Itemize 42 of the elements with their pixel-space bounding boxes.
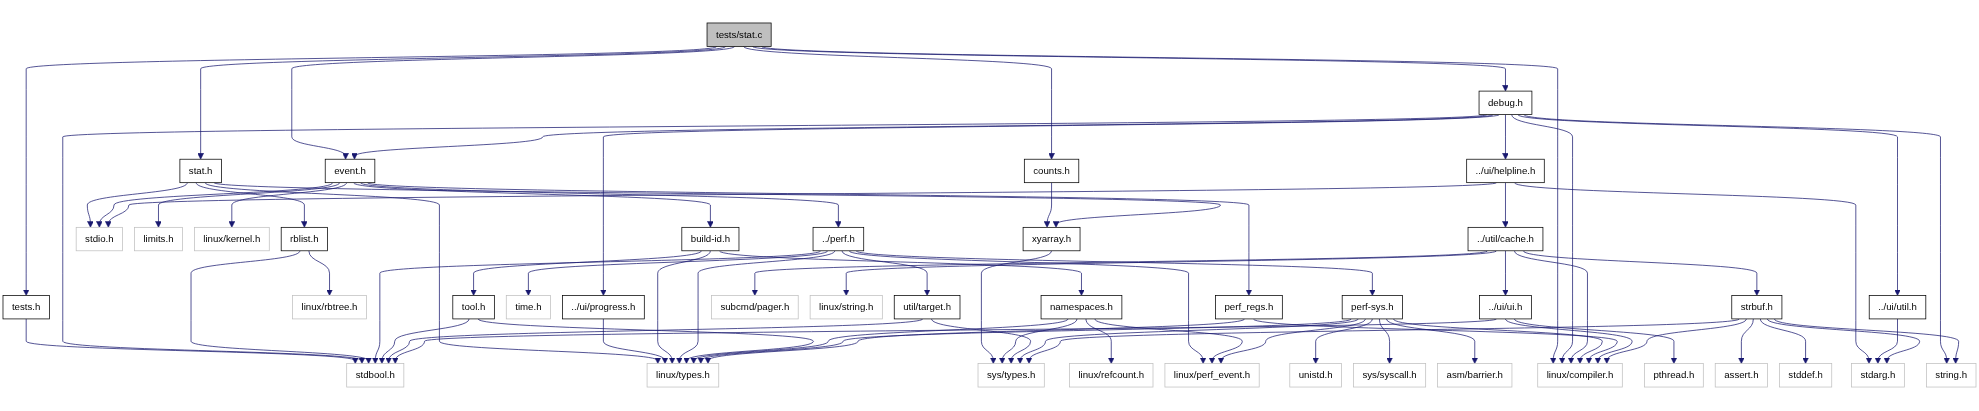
node-box: string.h: [1926, 363, 1977, 388]
node-box: rblist.h: [280, 227, 328, 252]
node-box: ../ui/progress.h: [562, 295, 645, 320]
node-box: ../ui/util.h: [1868, 295, 1927, 320]
node-box: subcmd/pager.h: [711, 295, 799, 320]
node-box: perf_regs.h: [1215, 295, 1283, 320]
node-box: build-id.h: [681, 227, 740, 252]
node-box: stat.h: [179, 159, 222, 184]
node-box: perf-sys.h: [1341, 295, 1403, 320]
node-box: time.h: [505, 295, 551, 320]
node-box: debug.h: [1478, 91, 1533, 116]
node-box: tests/stat.c: [706, 23, 772, 48]
node-box: strbuf.h: [1731, 295, 1783, 320]
node-box: sys/types.h: [977, 363, 1045, 388]
node-box: ../ui/helpline.h: [1466, 159, 1545, 184]
node-box: limits.h: [134, 227, 183, 252]
node-box: tests.h: [2, 295, 50, 320]
node-box: linux/string.h: [809, 295, 883, 320]
node-box: xyarray.h: [1022, 227, 1081, 252]
node-box: linux/rbtree.h: [292, 295, 367, 320]
node-box: ../perf.h: [812, 227, 865, 252]
node-box: assert.h: [1714, 363, 1768, 388]
node-box: pthread.h: [1644, 363, 1704, 388]
node-box: stdio.h: [75, 227, 123, 252]
node-box: ../util/cache.h: [1467, 227, 1544, 252]
node-box: namespaces.h: [1040, 295, 1123, 320]
node-box: sys/syscall.h: [1353, 363, 1427, 388]
node-box: asm/barrier.h: [1437, 363, 1513, 388]
node-box: event.h: [324, 159, 376, 184]
node-box: linux/perf_event.h: [1164, 363, 1260, 388]
node-box: tool.h: [452, 295, 495, 320]
node-box: stddef.h: [1779, 363, 1833, 388]
node-box: linux/compiler.h: [1537, 363, 1623, 388]
node-box: stdbool.h: [346, 363, 405, 388]
node-box: counts.h: [1023, 159, 1080, 184]
node-box: stdarg.h: [1851, 363, 1905, 388]
node-box: linux/types.h: [646, 363, 720, 388]
node-box: linux/kernel.h: [194, 227, 270, 252]
node-box: util/target.h: [893, 295, 961, 320]
node-box: linux/refcount.h: [1069, 363, 1154, 388]
node-box: unistd.h: [1289, 363, 1342, 388]
node-box: ../ui/ui.h: [1479, 295, 1532, 320]
